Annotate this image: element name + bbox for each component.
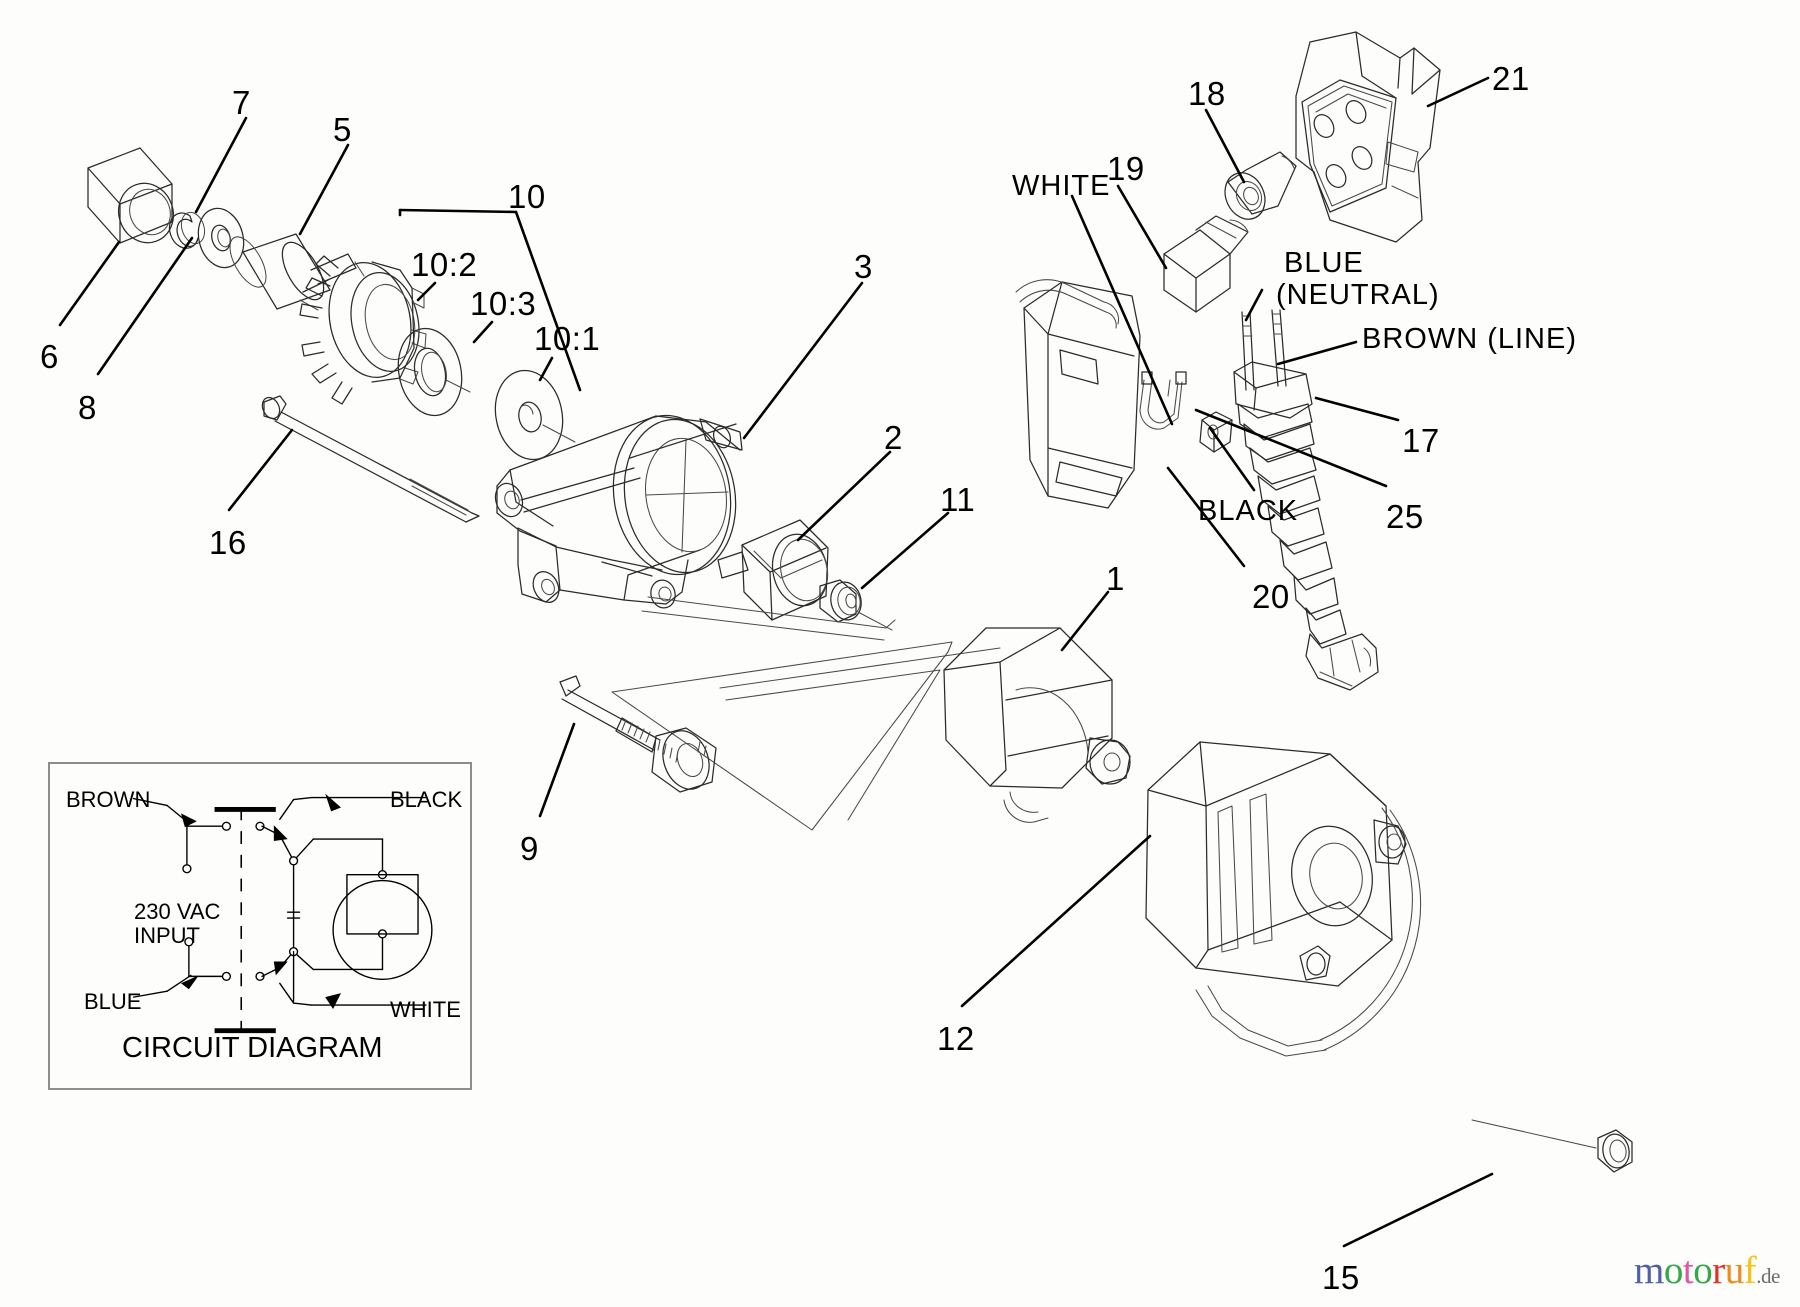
part-6-sleeve <box>87 147 174 244</box>
circuit-schematic <box>132 793 433 1034</box>
part-1-gearhousing <box>943 627 1131 823</box>
part-3-housing <box>494 414 749 609</box>
callout-1: 1 <box>1106 560 1125 597</box>
circuit-terminal-brown: BROWN <box>66 787 151 812</box>
circuit-input-word: INPUT <box>134 923 200 948</box>
callout-25: 25 <box>1386 498 1424 535</box>
part-11-nut <box>819 579 893 631</box>
callout-3: 3 <box>854 248 873 285</box>
callout-11: 11 <box>940 481 976 518</box>
callout-10-3: 10:3 <box>470 285 537 322</box>
circuit-diagram-title: CIRCUIT DIAGRAM <box>122 1032 383 1064</box>
wire-label-black: BLACK <box>1198 495 1299 527</box>
callout-15: 15 <box>1322 1259 1360 1296</box>
circuit-diagram-box: BROWN BLACK BLUE WHITE 230 VAC INPUT CIR… <box>48 762 472 1090</box>
part-16-bolt <box>261 395 480 523</box>
part-15-nut <box>1471 1119 1633 1173</box>
callout-2: 2 <box>884 419 903 456</box>
part-20-switch-body <box>1015 279 1141 509</box>
part-8-washer <box>197 207 245 269</box>
logo-letter-u: u <box>1724 1249 1745 1292</box>
callout-12: 12 <box>937 1020 975 1057</box>
circuit-terminal-black: BLACK <box>390 787 463 812</box>
callout-19: 19 <box>1107 150 1145 187</box>
logo-letter-f: f <box>1743 1249 1757 1292</box>
callout-16: 16 <box>209 524 247 561</box>
circuit-terminal-blue: BLUE <box>84 989 142 1014</box>
logo-letter-o1: o <box>1663 1249 1684 1292</box>
callout-10-2: 10:2 <box>411 246 478 283</box>
callout-9: 9 <box>520 830 539 867</box>
callout-8: 8 <box>78 389 97 426</box>
part-12-motor <box>1145 741 1422 1057</box>
wire-label-brown: BROWN (LINE) <box>1362 323 1577 355</box>
callout-5: 5 <box>333 111 352 148</box>
callout-10-1: 10:1 <box>534 320 601 357</box>
callout-10: 10 <box>508 178 546 215</box>
logo-letter-o2: o <box>1693 1249 1713 1292</box>
motoruf-watermark: motoruf.de <box>1634 1251 1780 1290</box>
part-5-roller <box>229 233 331 311</box>
part-10-2-fan <box>299 253 427 405</box>
part-18-grommet <box>1224 151 1297 220</box>
wire-label-white: WHITE <box>1012 170 1111 202</box>
callout-21: 21 <box>1492 60 1530 97</box>
wire-label-blue: BLUE <box>1284 247 1364 279</box>
callout-7: 7 <box>232 84 251 121</box>
callout-20: 20 <box>1252 578 1290 615</box>
circuit-input-voltage: 230 VAC <box>134 899 221 924</box>
part-21-bracket <box>1295 31 1441 243</box>
part-19-rocker <box>1163 215 1249 313</box>
part-2-shroud <box>741 519 829 621</box>
part-10-3-washer <box>397 327 471 417</box>
part-17-plug <box>1233 309 1379 691</box>
logo-letter-t: t <box>1682 1249 1694 1292</box>
callout-18: 18 <box>1188 75 1226 112</box>
logo-suffix: .de <box>1756 1264 1780 1288</box>
leader-lines <box>58 76 1494 1248</box>
part-9-shaft <box>559 675 717 793</box>
wire-label-neutral: (NEUTRAL) <box>1276 279 1440 311</box>
assembly-guide-lines <box>611 596 1001 831</box>
logo-letter-m: m <box>1634 1249 1664 1292</box>
logo-letter-r: r <box>1712 1249 1725 1292</box>
callout-6: 6 <box>40 338 59 375</box>
callout-17: 17 <box>1402 422 1440 459</box>
circuit-terminal-white: WHITE <box>390 997 461 1022</box>
